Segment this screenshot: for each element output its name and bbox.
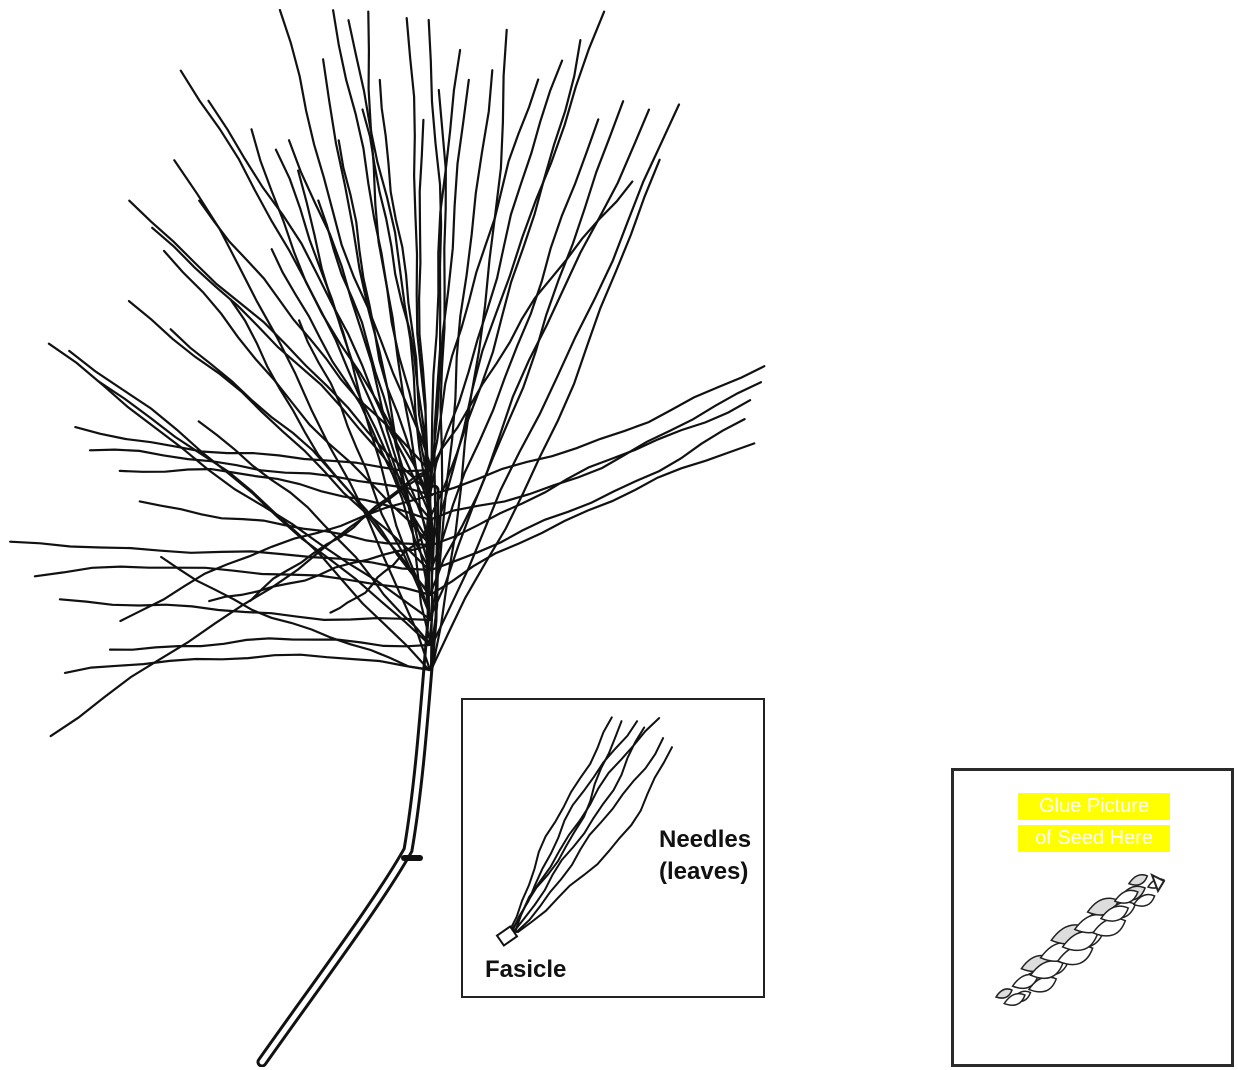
seed-glue-box: Glue Picture of Seed Here xyxy=(951,768,1234,1067)
fasicle-needle-line xyxy=(509,717,612,932)
needle-line xyxy=(110,638,429,649)
cone-scale xyxy=(1115,890,1138,903)
needle-line xyxy=(152,228,431,520)
needle-line xyxy=(432,105,679,646)
cone-scale xyxy=(1129,875,1147,885)
needles-label-line1: Needles xyxy=(659,824,751,856)
fasicle-inset: Needles (leaves) Fasicle xyxy=(461,698,765,998)
needle-line xyxy=(35,567,431,595)
needle-line xyxy=(429,382,761,520)
fasicle-needle-line xyxy=(514,728,645,933)
needles-label: Needles (leaves) xyxy=(659,824,751,888)
needle-line xyxy=(289,140,429,595)
fasicle-needle-line xyxy=(515,718,659,932)
branch-needles xyxy=(10,10,764,736)
needles-label-line2: (leaves) xyxy=(659,856,751,888)
needle-line xyxy=(65,655,432,673)
fasicle-needle-line xyxy=(517,738,664,932)
needle-line xyxy=(430,101,623,595)
needle-line xyxy=(429,110,649,620)
pine-cone-illustration xyxy=(954,771,1237,1070)
fasicle-label: Fasicle xyxy=(485,956,566,984)
